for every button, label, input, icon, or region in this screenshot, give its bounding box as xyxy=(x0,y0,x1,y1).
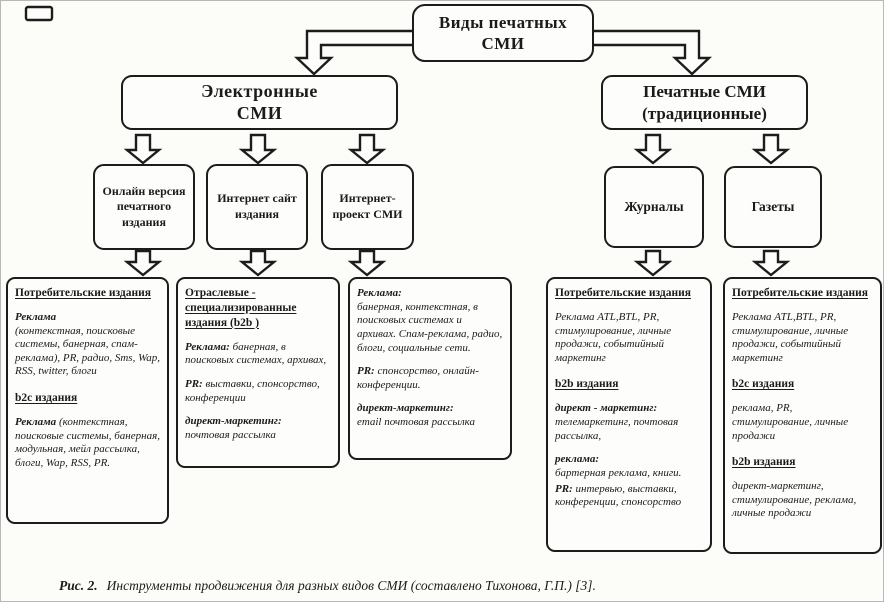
detail-paragraph: PR: выставки, спонсорство, конференции xyxy=(185,378,331,405)
detail-paragraph: Реклама: банерная, в поисковых системах,… xyxy=(185,341,331,368)
paragraph-body: Реклама ATL,BTL, PR, стимулирование, лич… xyxy=(555,310,672,364)
node-newspapers: Газеты xyxy=(724,166,822,248)
detail-paragraph: директ - маркетинг: телемаркетинг, почто… xyxy=(555,402,703,443)
paragraph-lead: директ - маркетинг: xyxy=(555,402,658,415)
node-label: Интернет сайт издания xyxy=(217,191,297,221)
root-box-line1: Виды печатных xyxy=(438,12,568,32)
paragraph-body: интервью, выставки, конференции, спонсор… xyxy=(555,482,682,509)
down-arrow xyxy=(347,133,387,165)
branch-print-media: Печатные СМИ (традиционные) xyxy=(601,75,808,130)
branch-electronic-line1: Электронные xyxy=(201,80,318,101)
paragraph-lead: PR: xyxy=(555,482,573,495)
detail-heading: b2c издания xyxy=(732,378,795,391)
detail-paragraph: директ-маркетинг, стимулирование, реклам… xyxy=(732,480,873,521)
detail-paragraph: Реклама ATL,BTL, PR, стимулирование, лич… xyxy=(555,311,703,366)
down-arrow xyxy=(238,133,278,165)
detail-paragraph: реклама, PR, стимулирование, личные прод… xyxy=(732,402,873,443)
down-arrow xyxy=(633,133,673,165)
paragraph-body: (контекстная, поисковые системы, банерна… xyxy=(15,416,160,469)
paragraph-body: (контекстная, поисковые системы, банерна… xyxy=(15,324,160,378)
elbow-arrow-right xyxy=(590,29,713,76)
branch-electronic-media: Электронные СМИ xyxy=(121,75,398,130)
paragraph-body: директ-маркетинг, стимулирование, реклам… xyxy=(732,480,857,520)
paragraph-body: Реклама ATL,BTL, PR, стимулирование, лич… xyxy=(732,310,849,364)
detail-internet-project-tools: Реклама: банерная, контекстная, в поиско… xyxy=(348,277,512,460)
paragraph-body: бартерная реклама, книги. xyxy=(555,466,682,479)
node-label: Газеты xyxy=(751,199,795,215)
paragraph-body: почтовая рассылка xyxy=(185,428,276,441)
branch-electronic-line2: СМИ xyxy=(236,102,283,123)
branch-print-line1: Печатные СМИ xyxy=(643,82,766,102)
detail-paragraph: PR: интервью, выставки, конференции, спо… xyxy=(555,483,703,510)
paragraph-body: банерная, в поисковых системах, архивах, xyxy=(185,340,327,367)
paragraph-lead: Реклама: xyxy=(185,340,230,353)
detail-newspapers-tools: Потребительские издания Реклама ATL,BTL,… xyxy=(723,277,882,554)
node-magazines: Журналы xyxy=(604,166,704,248)
paragraph-lead: PR: xyxy=(185,378,203,391)
paragraph-lead: Реклама xyxy=(15,416,57,428)
detail-paragraph: PR: спонсорство, онлайн-конференции. xyxy=(357,365,503,392)
fragment-box xyxy=(24,5,54,22)
down-arrow xyxy=(238,249,278,277)
detail-heading: b2b издания xyxy=(732,456,796,469)
paragraph-body: реклама, PR, стимулирование, личные прод… xyxy=(732,402,849,442)
node-label: Интернет-проект СМИ xyxy=(332,191,403,221)
detail-paragraph: Реклама (контекстная, поисковые системы,… xyxy=(15,311,160,379)
node-internet-site: Интернет сайт издания xyxy=(206,164,308,250)
paragraph-lead: Реклама: xyxy=(357,287,402,299)
detail-heading: Потребительские издания xyxy=(555,287,691,299)
down-arrow xyxy=(123,133,163,165)
down-arrow xyxy=(123,249,163,277)
caption-text: Инструменты продвижения для разных видов… xyxy=(106,578,596,593)
detail-heading: b2c издания xyxy=(15,392,78,405)
branch-print-line2: (традиционные) xyxy=(642,103,767,123)
detail-b2b-specialized: Отраслевые - специализированные издания … xyxy=(176,277,340,468)
detail-consumer-editions-online: Потребительские издания Реклама (контекс… xyxy=(6,277,169,524)
detail-paragraph: директ-маркетинг: email почтовая рассылк… xyxy=(357,402,503,429)
detail-paragraph: реклама: бартерная реклама, книги. xyxy=(555,453,703,480)
figure-caption: Рис. 2. Инструменты продвижения для разны… xyxy=(59,578,849,594)
detail-paragraph: Реклама: банерная, контекстная, в поиско… xyxy=(357,287,503,355)
down-arrow xyxy=(347,249,387,277)
root-box: Виды печатных СМИ xyxy=(412,4,594,62)
node-online-version: Онлайн версия печатного издания xyxy=(93,164,195,250)
elbow-arrow-left xyxy=(293,29,416,76)
detail-heading: b2b издания xyxy=(555,378,619,391)
detail-paragraph: Реклама ATL,BTL, PR, стимулирование, лич… xyxy=(732,311,873,366)
node-label: Онлайн версия печатного издания xyxy=(102,183,186,229)
paragraph-lead: директ-маркетинг: xyxy=(185,415,282,428)
paragraph-body: email почтовая рассылка xyxy=(357,416,476,428)
paragraph-body: выставки, спонсорство, конференции xyxy=(185,378,320,404)
paragraph-lead: реклама: xyxy=(555,453,600,466)
paragraph-lead: PR: xyxy=(357,365,375,378)
node-label: Журналы xyxy=(624,199,684,215)
root-box-line2: СМИ xyxy=(481,34,525,53)
detail-heading: Потребительские издания xyxy=(15,287,151,299)
down-arrow xyxy=(751,133,791,165)
paragraph-lead: Реклама xyxy=(15,310,57,323)
node-internet-project: Интернет-проект СМИ xyxy=(321,164,414,250)
down-arrow xyxy=(751,249,791,277)
down-arrow xyxy=(633,249,673,277)
detail-heading: Потребительские издания xyxy=(732,287,868,299)
detail-paragraph: директ-маркетинг: почтовая рассылка xyxy=(185,415,331,442)
detail-heading: Отраслевые - специализированные издания … xyxy=(185,287,297,329)
detail-paragraph: Реклама (контекстная, поисковые системы,… xyxy=(15,416,160,471)
detail-magazines-tools: Потребительские издания Реклама ATL,BTL,… xyxy=(546,277,712,552)
paragraph-body: спонсорство, онлайн-конференции. xyxy=(357,365,479,391)
caption-prefix: Рис. 2. xyxy=(59,578,98,593)
paragraph-lead: директ-маркетинг: xyxy=(357,402,454,415)
paragraph-body: телемаркетинг, почтовая рассылка, xyxy=(555,416,679,442)
paragraph-body: банерная, контекстная, в поисковых систе… xyxy=(357,300,503,354)
